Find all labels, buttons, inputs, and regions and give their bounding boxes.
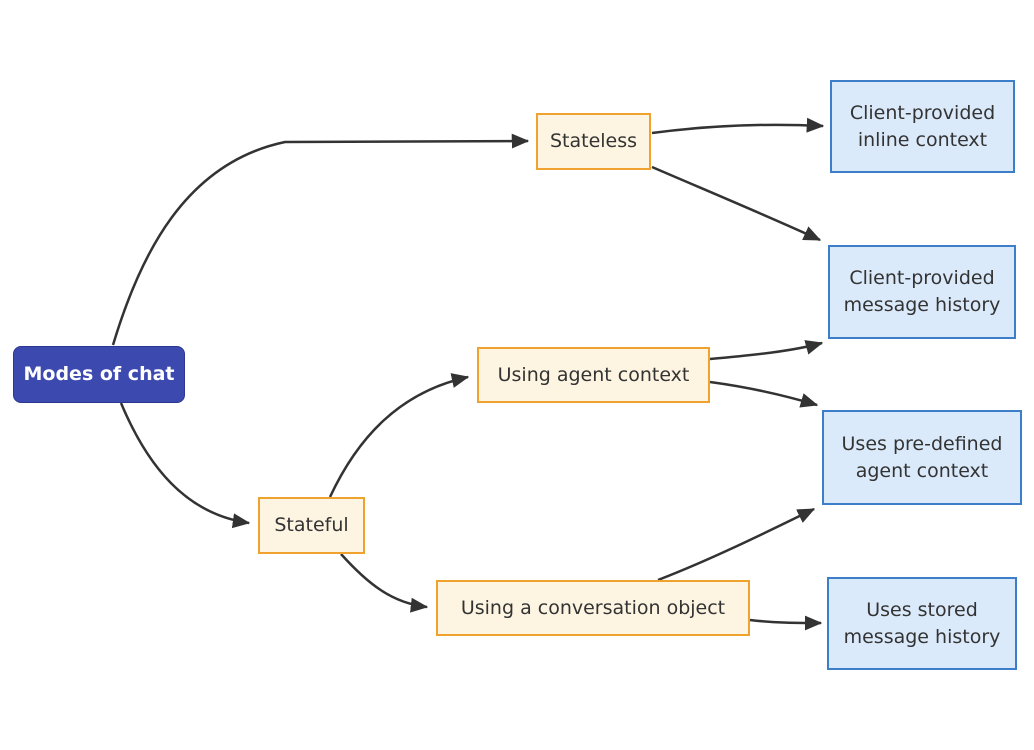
edge-stateless-inline [651,117,825,135]
node-client-provided-inline-context: Client-provided inline context [830,80,1015,173]
node-using-agent-context-label: Using agent context [497,363,690,386]
node-using-agent-context: Using agent context [477,347,710,403]
node-stateless: Stateless [536,113,651,170]
edge-convo-predef [657,507,816,582]
edge-convo-stored [749,615,823,631]
edge-stateless-msghist [651,165,822,242]
edge-stateful-convo [340,553,429,613]
edge-agentctx-msghist [709,340,824,361]
node-stateful-label: Stateful [274,514,349,537]
node-stateful: Stateful [258,497,365,554]
edge-agentctx-predef [709,380,819,408]
node-uses-predefined-agent-context: Uses pre-defined agent context [822,410,1022,505]
node-client-provided-message-history: Client-provided message history [828,245,1016,339]
node-using-conversation-object-label: Using a conversation object [460,596,726,619]
node-using-conversation-object: Using a conversation object [436,580,750,636]
node-uses-stored-message-history-label: Uses stored message history [843,598,1001,648]
node-modes-of-chat-label: Modes of chat [23,363,175,386]
edge-stateful-agentctx [328,373,470,498]
node-uses-stored-message-history: Uses stored message history [827,577,1017,670]
node-uses-predefined-agent-context-label: Uses pre-defined agent context [841,432,1003,482]
node-stateless-label: Stateless [549,130,638,153]
edge-root-stateless [111,133,530,346]
edge-root-stateful [119,402,251,529]
node-modes-of-chat: Modes of chat [13,346,185,403]
node-client-provided-inline-context-label: Client-provided inline context [849,101,996,151]
node-client-provided-message-history-label: Client-provided message history [843,267,1001,316]
